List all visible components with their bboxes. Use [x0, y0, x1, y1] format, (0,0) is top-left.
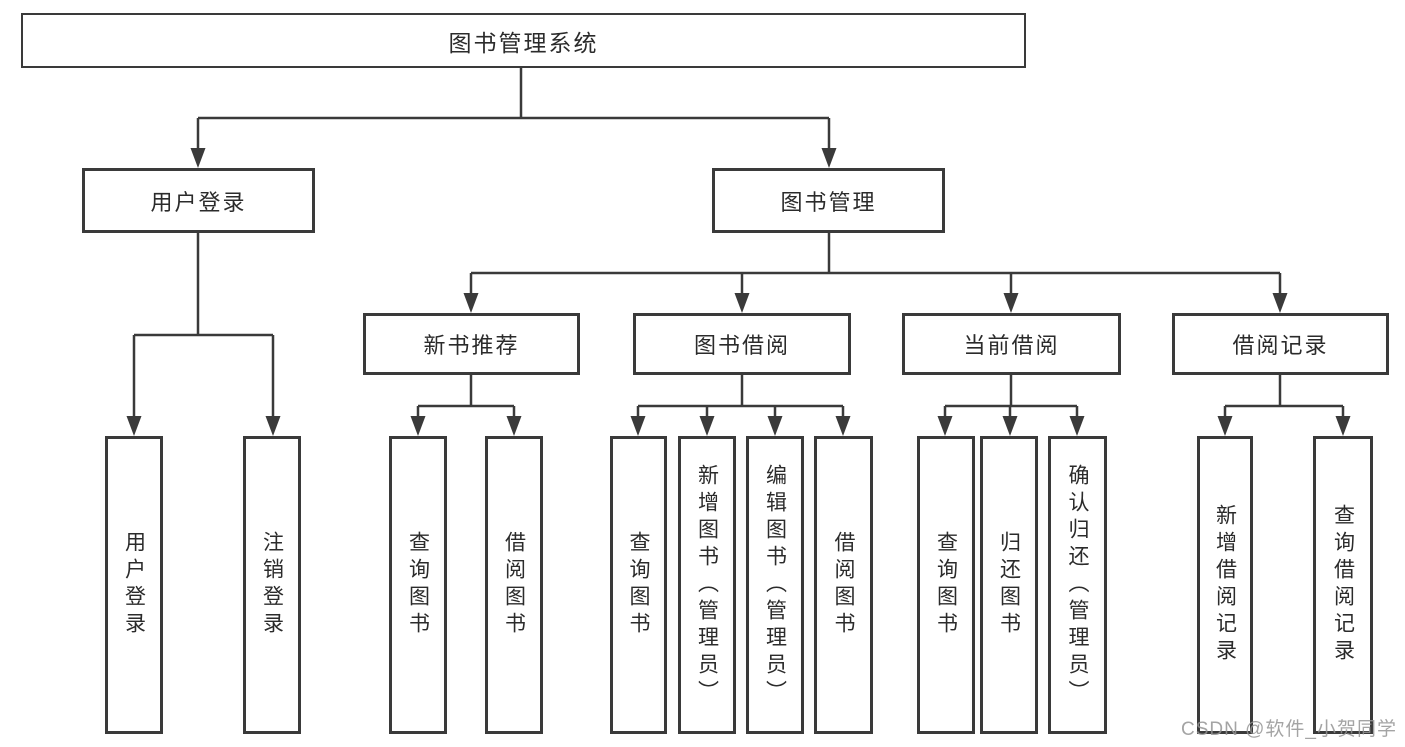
- node-new-book-recommend: 新书推荐: [363, 313, 580, 375]
- node-book-management: 图书管理: [712, 168, 945, 233]
- leaf-query-books-borrow: 查询图书: [610, 436, 667, 734]
- node-borrow-records: 借阅记录: [1172, 313, 1389, 375]
- node-user-login-label: 用户登录: [150, 189, 247, 215]
- leaf-add-books-admin: 新增图书（管理员）: [678, 436, 736, 734]
- leaf-edit-books-admin-label: 编辑图书（管理员）: [763, 463, 787, 707]
- node-current-borrow: 当前借阅: [902, 313, 1121, 375]
- leaf-query-borrow-record-label: 查询借阅记录: [1331, 504, 1355, 666]
- leaf-borrow-books: 借阅图书: [814, 436, 873, 734]
- leaf-user-login: 用户登录: [105, 436, 163, 734]
- node-user-login: 用户登录: [82, 168, 315, 233]
- leaf-confirm-return-admin-label: 确认归还（管理员）: [1066, 463, 1089, 707]
- leaf-borrow-books-recommend-label: 借阅图书: [502, 531, 526, 639]
- leaf-query-books-current-label: 查询图书: [934, 531, 958, 639]
- node-book-borrow-label: 图书借阅: [693, 333, 790, 358]
- leaf-query-books-current: 查询图书: [917, 436, 975, 734]
- node-root-label: 图书管理系统: [448, 29, 599, 56]
- node-borrow-records-label: 借阅记录: [1232, 333, 1329, 358]
- node-book-management-label: 图书管理: [780, 189, 877, 215]
- leaf-add-borrow-record: 新增借阅记录: [1197, 436, 1253, 734]
- node-current-borrow-label: 当前借阅: [963, 333, 1060, 358]
- node-book-borrow: 图书借阅: [633, 313, 851, 375]
- leaf-add-borrow-record-label: 新增借阅记录: [1213, 504, 1237, 666]
- leaf-query-borrow-record: 查询借阅记录: [1313, 436, 1373, 734]
- leaf-query-books-borrow-label: 查询图书: [627, 531, 650, 639]
- leaf-query-books-recommend-label: 查询图书: [406, 531, 430, 639]
- arrowheads: [126, 148, 1351, 436]
- leaf-user-login-label: 用户登录: [122, 531, 146, 639]
- leaf-borrow-books-label: 借阅图书: [832, 531, 855, 639]
- leaf-logout: 注销登录: [243, 436, 301, 734]
- leaf-edit-books-admin: 编辑图书（管理员）: [746, 436, 804, 734]
- leaf-return-books-label: 归还图书: [997, 531, 1021, 639]
- leaf-borrow-books-recommend: 借阅图书: [485, 436, 543, 734]
- leaf-query-books-recommend: 查询图书: [389, 436, 447, 734]
- node-new-book-recommend-label: 新书推荐: [423, 333, 520, 358]
- leaf-confirm-return-admin: 确认归还（管理员）: [1048, 436, 1107, 734]
- leaf-add-books-admin-label: 新增图书（管理员）: [695, 463, 719, 707]
- leaf-logout-label: 注销登录: [260, 531, 284, 639]
- node-root: 图书管理系统: [21, 13, 1026, 68]
- leaf-return-books: 归还图书: [980, 436, 1038, 734]
